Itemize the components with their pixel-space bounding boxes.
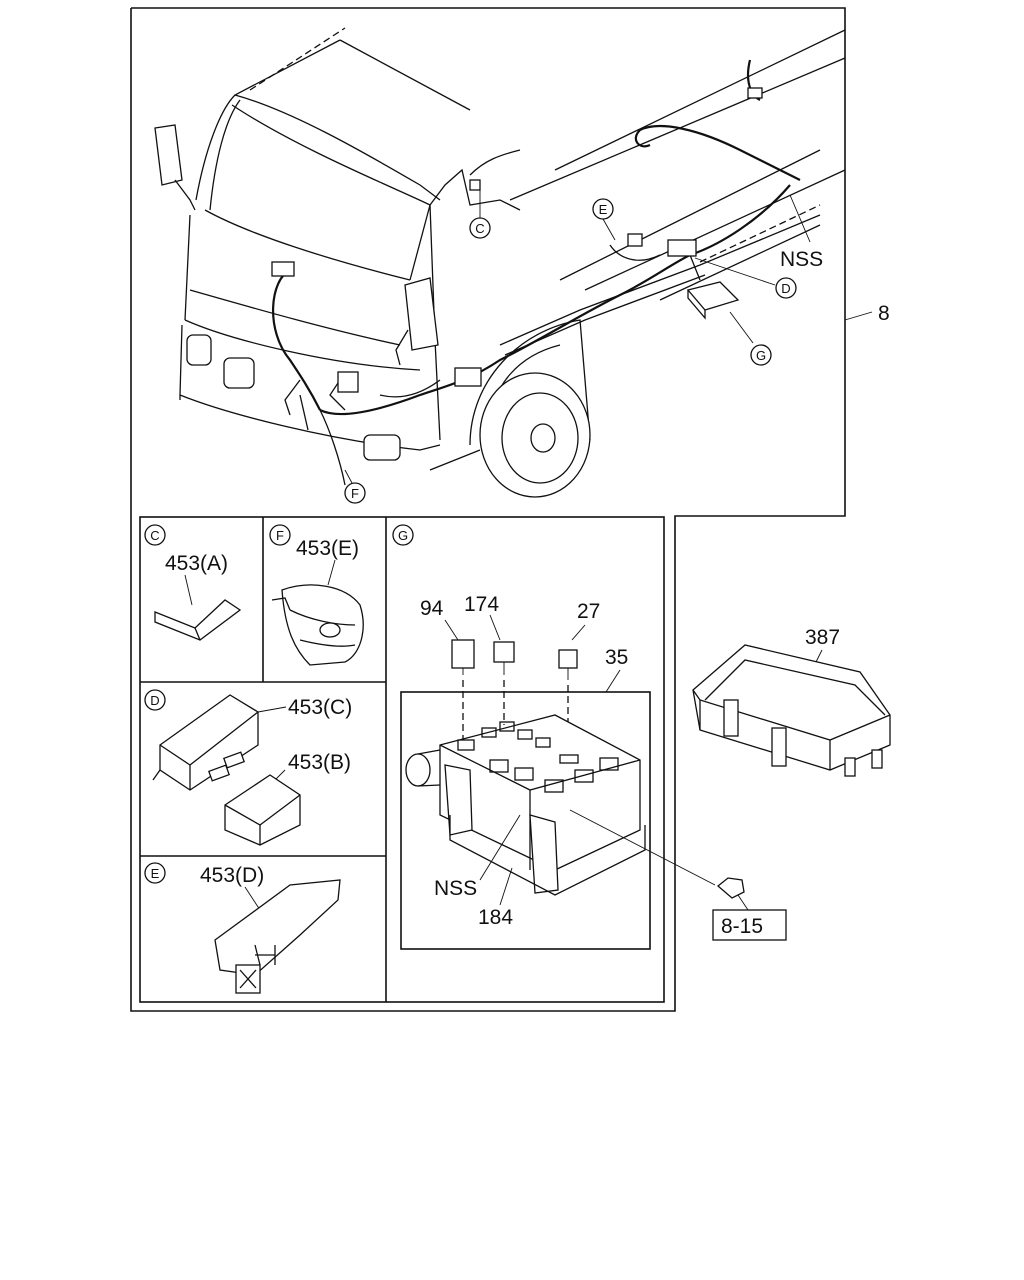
cover-387: 387	[692, 626, 891, 777]
svg-text:453(D): 453(D)	[200, 864, 264, 887]
fuse-slots	[457, 721, 619, 793]
svg-text:453(A): 453(A)	[165, 552, 228, 575]
svg-text:8-15: 8-15	[721, 915, 763, 938]
svg-text:C: C	[475, 221, 484, 236]
svg-text:F: F	[351, 486, 359, 501]
svg-text:27: 27	[577, 600, 600, 623]
svg-text:NSS: NSS	[434, 877, 477, 900]
svg-text:387: 387	[805, 626, 840, 649]
detail-d: D 453(C) 453(B)	[144, 689, 352, 846]
main-frame	[130, 7, 846, 1012]
bolt-8-15: 8-15	[712, 877, 787, 941]
callout-c-main: C	[469, 217, 491, 239]
truck-illustration	[154, 27, 846, 498]
detail-f: F 453(E)	[269, 524, 364, 666]
callout-e-main: E	[592, 198, 614, 220]
svg-text:D: D	[781, 281, 790, 296]
svg-text:C: C	[150, 528, 159, 543]
svg-text:453(B): 453(B)	[288, 751, 351, 774]
callout-d-main: D	[775, 277, 797, 299]
svg-text:174: 174	[464, 593, 499, 616]
detail-e: E 453(D)	[144, 862, 341, 994]
svg-text:G: G	[398, 528, 408, 543]
svg-text:453(E): 453(E)	[296, 537, 359, 560]
svg-text:D: D	[150, 693, 159, 708]
main-leaders	[344, 185, 873, 484]
svg-text:94: 94	[420, 597, 444, 620]
callout-f-main: F	[344, 482, 366, 504]
svg-text:G: G	[756, 348, 766, 363]
detail-g: G 94 174 27 35	[392, 524, 716, 929]
label-assy-8: 8	[878, 302, 890, 325]
callout-g-main: G	[750, 344, 772, 366]
svg-text:184: 184	[478, 906, 513, 929]
svg-text:E: E	[151, 866, 160, 881]
detail-c: C 453(A)	[144, 524, 242, 641]
label-nss-main: NSS	[780, 248, 823, 271]
wiring-harness	[271, 59, 801, 486]
svg-text:453(C): 453(C)	[288, 696, 352, 719]
svg-text:E: E	[599, 202, 608, 217]
svg-text:35: 35	[605, 646, 628, 669]
svg-text:F: F	[276, 528, 284, 543]
